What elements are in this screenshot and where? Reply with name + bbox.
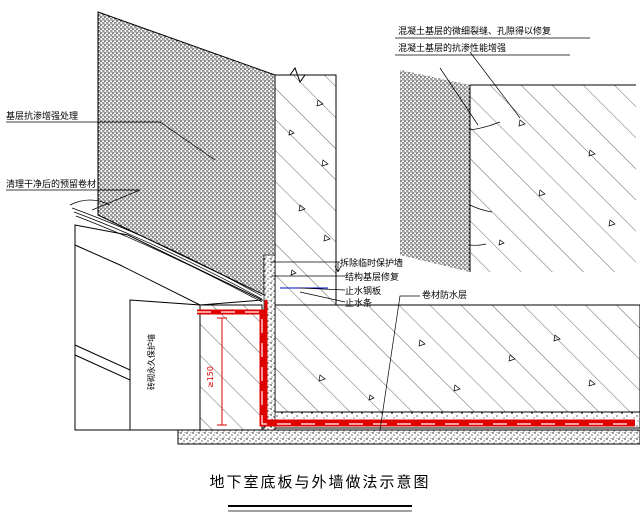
permanent-protect-wall-label: 砖砌永久保护墙: [146, 334, 156, 390]
reserved-membrane: [69, 199, 263, 303]
aggregate-marks-wall: [288, 99, 331, 276]
label-structure-base-repair: 结构基层修复: [345, 271, 399, 283]
membrane-waterproof-layer: [197, 300, 635, 427]
inset-detail: [395, 37, 636, 272]
label-water-stop-strip: 止水条: [345, 297, 372, 309]
label-clean-reserved: 清理干净后的预留卷材: [6, 178, 96, 190]
label-concrete-crack-repair: 混凝土基层的微细裂缝、孔隙得以修复: [398, 25, 551, 37]
aggregate-marks-slab: [318, 334, 596, 401]
dimension-label: ≥150: [206, 366, 215, 388]
label-concrete-enhance: 混凝土基层的抗渗性能增强: [398, 42, 506, 54]
wall-section: [274, 74, 337, 306]
permanent-protect-wall-section: [199, 304, 263, 431]
dimension-line: [217, 317, 227, 426]
base-slab: [274, 304, 640, 413]
earth-outline: [74, 225, 131, 431]
bedding-layer: [177, 429, 640, 445]
label-base-treatment: 基层抗渗增强处理: [6, 110, 78, 122]
leader-lines: [6, 121, 420, 431]
label-membrane-layer: 卷材防水层: [422, 289, 467, 301]
diagram-title: 地下室底板与外墙做法示意图: [209, 473, 430, 491]
break-mark: [275, 66, 336, 84]
permanent-protect-wall-face: [129, 299, 201, 431]
label-remove-protect-wall: 拆除临时保护墙: [340, 257, 403, 269]
label-water-stop-steel: 止水钢板: [345, 285, 381, 297]
